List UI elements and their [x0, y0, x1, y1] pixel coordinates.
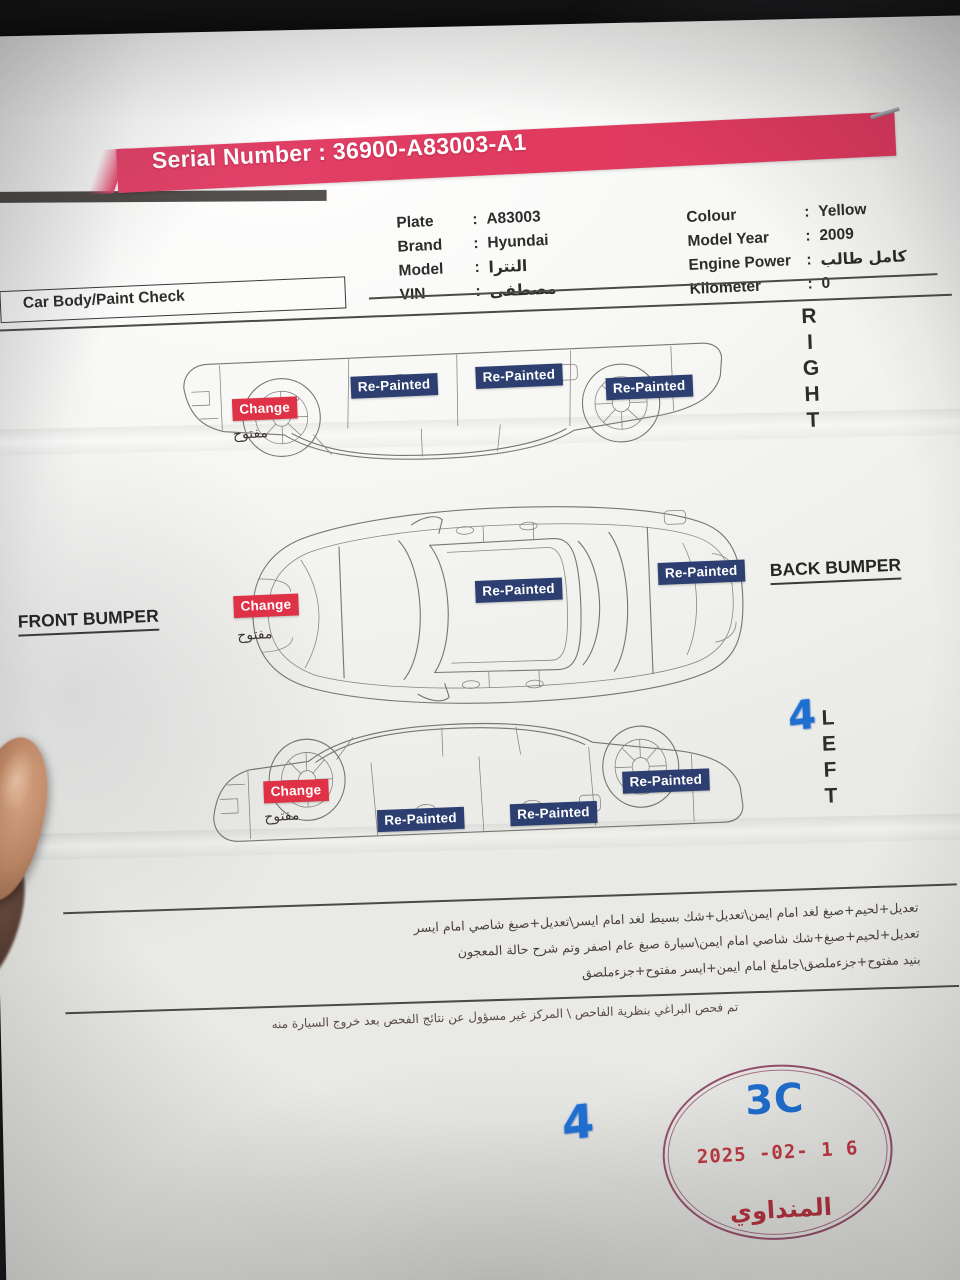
back-bumper-label: BACK BUMPER [769, 553, 902, 585]
handwritten-open-right: مفتوح [231, 425, 268, 444]
badge-repainted-right-2[interactable]: Re-Painted [475, 362, 563, 389]
handwritten-open-left: مفتوح [263, 807, 300, 826]
badge-repainted-top-1[interactable]: Re-Painted [475, 576, 563, 603]
badge-change-right-front[interactable]: Change [231, 396, 297, 422]
value-colour: Yellow [817, 201, 867, 221]
handwritten-mark-upper: 4 [786, 691, 817, 741]
label-model: Model [398, 260, 444, 280]
value-engine-power: كامل طالب [819, 247, 907, 270]
badge-repainted-right-3[interactable]: Re-Painted [605, 373, 693, 400]
banner-cut-edge [87, 148, 129, 195]
sep-colour: : [803, 203, 810, 221]
handwritten-open-top: مفتوح [236, 625, 273, 644]
value-model: النترا [488, 256, 528, 277]
label-plate: Plate [396, 213, 435, 232]
view-label-left: LEFT [815, 705, 843, 811]
value-brand: Hyundai [487, 231, 550, 252]
dark-band-strip [0, 189, 328, 203]
car-diagram-top-view [192, 483, 779, 727]
badge-repainted-left-3[interactable]: Re-Painted [621, 767, 710, 794]
label-kilometer: Kilometer [689, 277, 762, 299]
label-brand: Brand [397, 236, 443, 256]
sep-engine-power: : [805, 251, 812, 269]
value-model-year: 2009 [818, 225, 854, 245]
badge-repainted-left-2[interactable]: Re-Painted [509, 800, 598, 826]
sep-model: : [474, 259, 481, 277]
inspection-paper: Serial Number : 36900-A83003-A1 Plate : … [0, 14, 960, 1280]
value-plate: A83003 [486, 208, 542, 228]
sep-kilometer: : [806, 275, 813, 293]
badge-change-top[interactable]: Change [232, 592, 299, 618]
inspection-notes: تعديل+لحيم+صبغ لغد امام ايمن\تعديل+شك بس… [80, 894, 921, 1006]
vehicle-info-right: Colour : Yellow Model Year : 2009 Engine… [686, 196, 908, 302]
document-content: Serial Number : 36900-A83003-A1 Plate : … [0, 15, 960, 1280]
value-kilometer: 0 [820, 274, 831, 293]
view-label-right: RIGHT [796, 304, 825, 436]
badge-change-left[interactable]: Change [262, 778, 329, 804]
badge-repainted-top-2[interactable]: Re-Painted [657, 558, 745, 585]
badge-repainted-right-1[interactable]: Re-Painted [350, 372, 439, 399]
front-bumper-label: FRONT BUMPER [17, 605, 160, 637]
sep-brand: : [473, 235, 480, 253]
badge-repainted-left-1[interactable]: Re-Painted [377, 805, 465, 832]
inspection-stamp: 3C 2025 -02- 1 6 المنداوي [657, 1058, 898, 1247]
sep-plate: : [472, 211, 479, 229]
handwritten-mark-lower: 4 [560, 1092, 595, 1151]
sep-model-year: : [804, 227, 811, 245]
